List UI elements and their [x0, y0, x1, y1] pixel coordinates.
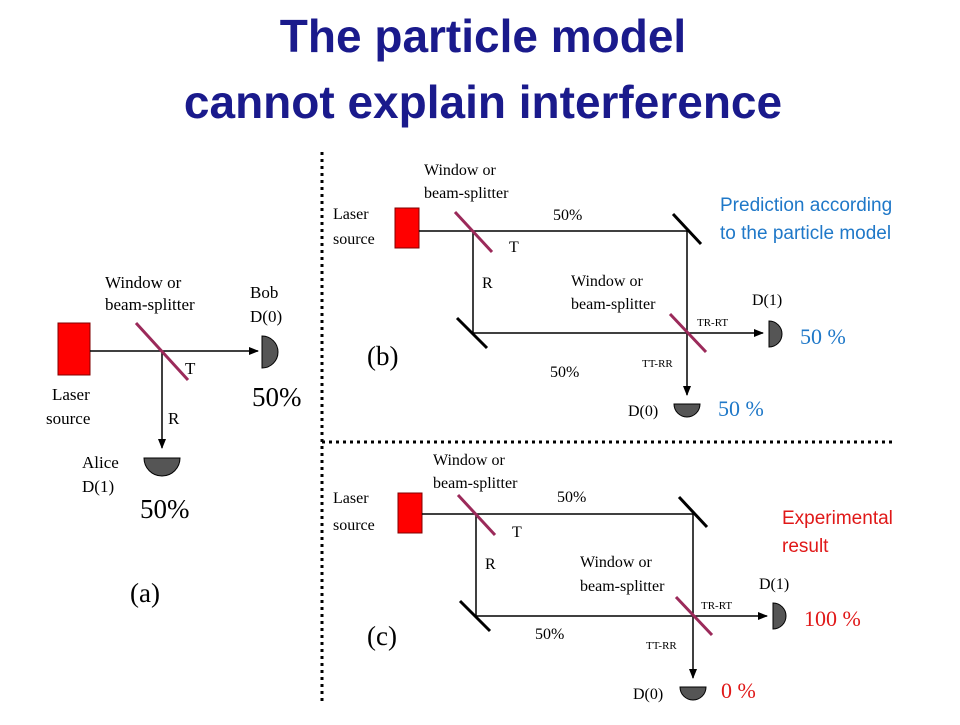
laser-source-c — [397, 492, 423, 534]
beam-splitter1-b — [453, 210, 494, 254]
splitter2-label-c-line2: beam-splitter — [580, 578, 665, 595]
mirror-top-b — [671, 212, 703, 246]
beam-splitter2-b — [668, 312, 708, 354]
detector-bob-a — [261, 335, 279, 369]
detector-d1-b — [768, 320, 783, 348]
result-note-line1: Experimental — [782, 508, 893, 529]
laser-label-a-line1: Laser — [52, 385, 90, 404]
laser-label-a-line2: source — [46, 409, 90, 428]
slide-title-line1: The particle model — [280, 10, 686, 62]
prediction-note-line1: Prediction according — [720, 195, 892, 216]
detector-d1-c — [772, 602, 787, 630]
bottom-path-percent-b: 50% — [550, 364, 579, 381]
detector-d0-percent-b: 50 % — [718, 396, 764, 421]
laser-label-c-line2: source — [333, 517, 375, 534]
slide-title-line2: cannot explain interference — [184, 76, 782, 128]
beam-splitter-a — [134, 321, 190, 382]
laser-source-a — [57, 322, 91, 376]
prediction-note-line2: to the particle model — [720, 223, 891, 244]
detector-d0-label-c: D(0) — [633, 686, 663, 703]
panel-label-c: (c) — [367, 621, 397, 651]
tt-rr-label-c: TT-RR — [646, 640, 677, 652]
panel-c: Laser source Window or beam-splitter T R… — [333, 452, 893, 703]
panel-label-a: (a) — [130, 578, 160, 608]
splitter2-label-b-line1: Window or — [571, 273, 643, 290]
transmit-label-b: T — [509, 239, 519, 256]
splitter-label-a-line1: Window or — [105, 273, 182, 292]
beam-splitter2-c — [674, 595, 714, 637]
alice-label-line2: D(1) — [82, 477, 114, 496]
reflect-label-a: R — [168, 409, 180, 428]
detector-d0-c — [679, 686, 707, 701]
splitter-label-a-line2: beam-splitter — [105, 295, 195, 314]
tr-rt-label-c: TR-RT — [701, 600, 732, 612]
transmit-label-c: T — [512, 524, 522, 541]
reflect-label-c: R — [485, 556, 496, 573]
laser-source-b — [394, 207, 420, 249]
splitter2-label-c-line1: Window or — [580, 554, 652, 571]
tr-rt-label-b: TR-RT — [697, 317, 728, 329]
beam-splitter1-c — [456, 493, 497, 537]
detector-d1-label-b: D(1) — [752, 292, 782, 309]
laser-label-b-line1: Laser — [333, 206, 369, 223]
reflect-label-b: R — [482, 275, 493, 292]
transmit-label-a: T — [185, 359, 196, 378]
detector-d1-label-c: D(1) — [759, 576, 789, 593]
top-path-percent-b: 50% — [553, 207, 582, 224]
bottom-path-percent-c: 50% — [535, 626, 564, 643]
panel-a: Window or beam-splitter T R Laser source… — [46, 273, 302, 608]
bob-percent: 50% — [252, 382, 302, 412]
mirror-bottom-c — [458, 599, 492, 633]
mirror-top-c — [677, 495, 709, 529]
bob-label-line2: D(0) — [250, 307, 282, 326]
panel-label-b: (b) — [367, 341, 398, 371]
detector-d1-percent-c: 100 % — [804, 606, 861, 631]
splitter1-label-b-line2: beam-splitter — [424, 185, 509, 202]
top-path-percent-c: 50% — [557, 489, 586, 506]
detector-d0-b — [673, 403, 701, 418]
bob-label-line1: Bob — [250, 283, 278, 302]
splitter2-label-b-line2: beam-splitter — [571, 296, 656, 313]
splitter1-label-b-line1: Window or — [424, 162, 496, 179]
detector-d1-percent-b: 50 % — [800, 324, 846, 349]
panel-b: Laser source Window or beam-splitter T R… — [333, 162, 892, 421]
alice-label-line1: Alice — [82, 453, 119, 472]
tt-rr-label-b: TT-RR — [642, 358, 673, 370]
detector-d0-label-b: D(0) — [628, 403, 658, 420]
result-note-line2: result — [782, 536, 829, 557]
detector-alice-a — [143, 457, 181, 477]
splitter1-label-c-line2: beam-splitter — [433, 475, 518, 492]
mirror-bottom-b — [455, 316, 489, 350]
laser-label-b-line2: source — [333, 231, 375, 248]
detector-d0-percent-c: 0 % — [721, 678, 756, 703]
splitter1-label-c-line1: Window or — [433, 452, 505, 469]
laser-label-c-line1: Laser — [333, 490, 369, 507]
alice-percent: 50% — [140, 494, 190, 524]
